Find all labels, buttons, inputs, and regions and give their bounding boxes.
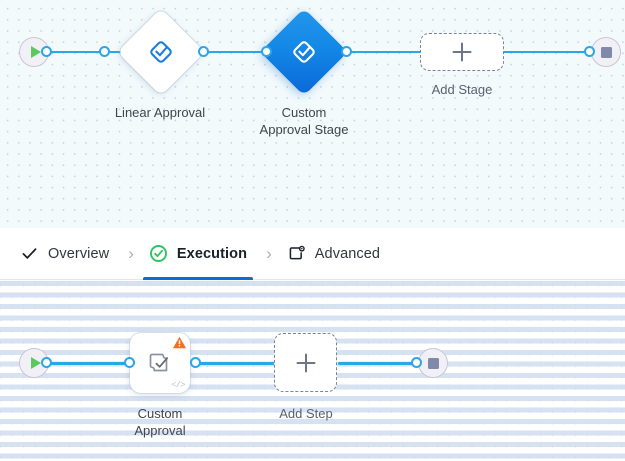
approval-diamond-check-icon [293,40,315,63]
stop-icon [600,46,612,58]
stage-port-linear-out[interactable] [198,46,209,57]
card-gear-icon [289,245,305,260]
tab-separator: › [128,244,134,263]
step-canvas[interactable]: </> Custom Approval Add Step [0,281,625,461]
step-port-end-in[interactable] [411,357,422,368]
tab-overview-label: Overview [48,245,110,262]
stage-canvas[interactable]: Linear Approval Custom Approval Stage Ad… [0,0,625,228]
stage-node-custom-approval-stage[interactable] [260,7,348,96]
add-step-button[interactable] [274,333,337,392]
stage-node-linear-approval[interactable] [117,7,205,96]
check-icon [22,248,37,259]
warning-triangle-icon [172,335,187,355]
stage-end-node[interactable] [591,37,621,67]
play-icon [30,357,41,369]
code-badge: </> [171,380,185,390]
tab-active-indicator [142,276,254,280]
step-edge-start-to-custom [43,362,143,365]
add-stage-label: Add Stage [431,82,493,97]
step-node-label-custom-approval: Custom Approval [134,406,186,438]
step-node-custom-approval[interactable]: </> [130,333,190,393]
approval-diamond-check-icon [150,40,172,63]
tab-execution-label: Execution [176,245,248,262]
stage-edge-add-to-end [503,50,598,54]
step-port-start-out[interactable] [41,357,52,368]
tab-separator: › [266,244,272,263]
check-circle-green-icon [149,245,167,262]
tab-bar: Overview › Execution › Advanced [0,228,625,280]
stage-port-linear-in[interactable] [99,46,110,57]
play-icon [30,46,41,58]
tab-advanced-label: Advanced [314,245,381,262]
stage-node-label-custom-approval-stage: Custom Approval Stage [259,105,349,137]
step-port-custom-in[interactable] [124,357,135,368]
stage-port-start-out[interactable] [41,46,52,57]
tab-execution[interactable]: Execution [142,228,261,280]
tab-advanced[interactable]: Advanced [281,228,394,280]
stage-port-custom-in[interactable] [261,46,272,57]
step-edge-custom-to-add [193,362,285,365]
stage-port-custom-out[interactable] [341,46,352,57]
add-step-label: Add Step [279,406,333,421]
step-edge-add-to-end [338,362,427,365]
stop-icon [427,357,439,369]
stage-port-end-in[interactable] [584,46,595,57]
add-stage-button[interactable] [420,33,504,71]
step-end-node[interactable] [418,348,448,378]
stage-node-label-linear-approval: Linear Approval [114,105,206,120]
step-port-custom-out[interactable] [190,357,201,368]
tab-overview[interactable]: Overview [14,228,123,280]
stage-edge-custom-to-add [344,50,424,54]
